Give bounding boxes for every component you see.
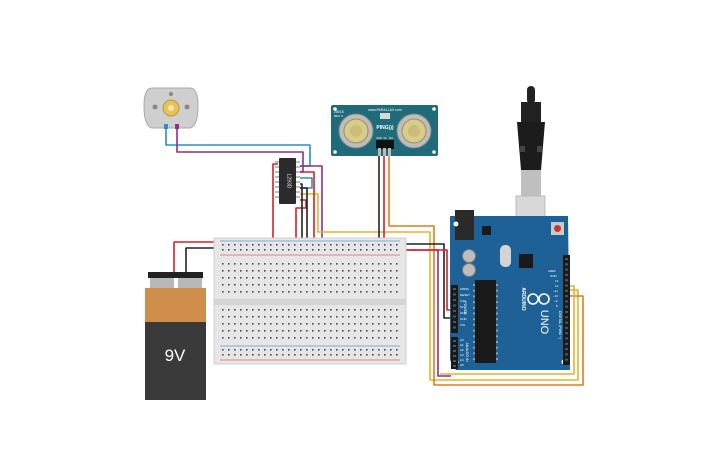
- digital-header-label: DIGITAL (PWM ~): [558, 311, 562, 339]
- pin-gnd1-label: GND: [460, 311, 468, 315]
- wires: [165, 126, 584, 386]
- pin-a1-label: A1: [460, 343, 464, 347]
- pin-5v-label: 5V: [460, 305, 464, 309]
- pin-a5-label: A5: [460, 363, 464, 367]
- driver-label: L293D: [286, 174, 292, 189]
- pin-ioref-label: IOREF: [460, 287, 469, 291]
- sensor-rev: 28015: [334, 110, 344, 114]
- wire-rail-black[interactable]: [396, 243, 452, 319]
- wire-driver-black-2[interactable]: [300, 187, 308, 244]
- wire-driver-red-1[interactable]: [272, 163, 278, 250]
- dc-motor[interactable]: [143, 87, 199, 129]
- wire-driver-black-1[interactable]: [300, 183, 303, 244]
- pin-13-label: 13: [555, 279, 559, 283]
- wire-driver-red-3[interactable]: [300, 171, 315, 250]
- motor-driver-ic[interactable]: L293D: [275, 158, 300, 204]
- pin-9-label: ~9: [554, 299, 558, 303]
- pin-reset-label: RESET: [460, 293, 470, 297]
- wire-rail-red[interactable]: [396, 249, 452, 311]
- sensor-pin-gnd: GND: [376, 137, 382, 140]
- wire-driver-red-2[interactable]: [295, 199, 307, 250]
- pin-a2-label: A2: [460, 348, 464, 352]
- arduino-uno[interactable]: ARDUINO UNO POWER IOREF RESET 3.3V 5V GN…: [450, 210, 570, 370]
- pin-a0-label: A0: [460, 338, 464, 342]
- pin-10-label: ~10: [553, 294, 558, 298]
- breadboard[interactable]: [213, 237, 407, 365]
- pin-11-label: ~11: [553, 289, 558, 293]
- pin-12-label: 12: [555, 284, 559, 288]
- pin-a4-label: A4: [460, 358, 464, 362]
- pin-8-label: 8: [556, 304, 558, 308]
- pin-a3-label: A3: [460, 353, 464, 357]
- sensor-model: PING))): [376, 125, 394, 131]
- sensor-brand: www.PARALLAX.com: [368, 108, 402, 112]
- arduino-brand: ARDUINO: [520, 287, 526, 310]
- wire-sensor-orange[interactable]: [388, 156, 584, 386]
- analog-header-label: ANALOG IN: [465, 342, 469, 362]
- sensor-transducer-left: [338, 113, 374, 149]
- battery-label: 9V: [165, 346, 186, 365]
- pin-gnd2-label: GND: [460, 317, 468, 321]
- sensor-transducer-right: [396, 113, 432, 149]
- breadboard-holes: [222, 244, 398, 356]
- sensor-pin-5v: 5V: [383, 137, 386, 140]
- pin-gnd-top-label: GND: [550, 274, 558, 278]
- chip-pins: [473, 284, 498, 361]
- arduino-logo: [527, 293, 550, 305]
- pin-aref-label: AREF: [548, 269, 556, 273]
- wire-battery-red[interactable]: [173, 241, 228, 272]
- sensor-rev-sub: REV C: [334, 114, 344, 118]
- wire-digital-yellow[interactable]: [440, 285, 575, 375]
- sensor-pin-sig: SIG: [389, 137, 393, 140]
- pin-3v3-label: 3.3V: [460, 299, 466, 303]
- wire-driver-yellow[interactable]: [300, 193, 579, 381]
- pin-vin-label: VIN: [460, 323, 465, 327]
- battery-9v[interactable]: 9V: [145, 272, 206, 400]
- power-header-label: POWER: [463, 301, 467, 315]
- arduino-name: UNO: [538, 310, 550, 335]
- usb-cable[interactable]: [515, 86, 546, 237]
- header-pins: [453, 258, 568, 367]
- ultrasonic-sensor[interactable]: 28015 REV C www.PARALLAX.com PING))) GND…: [331, 105, 438, 156]
